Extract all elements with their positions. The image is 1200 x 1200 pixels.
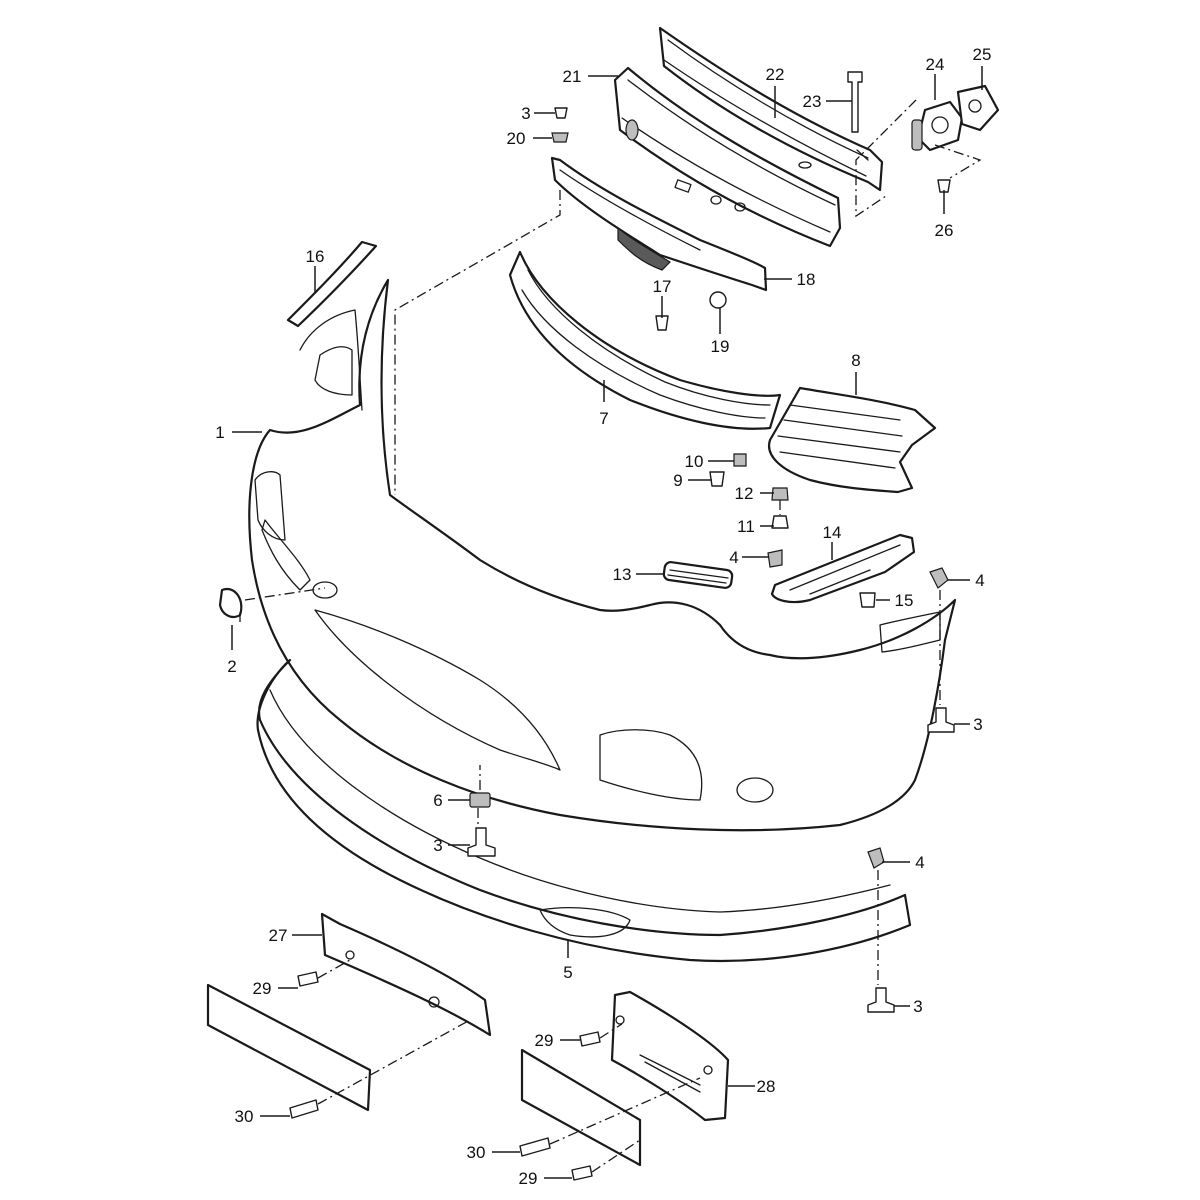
part-21-reinforcement-beam (613, 66, 842, 248)
fastener-17-screw (655, 315, 669, 331)
part-25-cover-plate (956, 84, 1000, 132)
part-7-center-grille (508, 250, 782, 430)
fastener-3-bolt-right (927, 707, 955, 733)
callout-3-lower: 3 (433, 836, 442, 855)
fastener-3-bolt-lower (467, 827, 496, 857)
fastener-11-screw (771, 515, 789, 529)
callout-10: 10 (685, 452, 704, 471)
fastener-4-clip-right (929, 567, 949, 589)
callout-12: 12 (735, 484, 754, 503)
callout-6: 6 (433, 791, 442, 810)
callout-4-lower: 4 (915, 853, 924, 872)
fastener-19-nut (709, 291, 727, 309)
callout-19: 19 (711, 337, 730, 356)
callout-4-right: 4 (975, 571, 984, 590)
callout-20: 20 (507, 129, 526, 148)
fastener-10-clip (733, 453, 747, 467)
callout-27: 27 (269, 926, 288, 945)
part-28-license-bracket (610, 990, 730, 1122)
part-27-license-bracket (320, 912, 492, 1037)
callout-22: 22 (766, 65, 785, 84)
fastener-4-clip-lower (867, 847, 885, 869)
callout-24: 24 (926, 55, 945, 74)
callout-29-right: 29 (535, 1031, 554, 1050)
fastener-3-bolt-bottom (867, 987, 895, 1013)
callout-28: 28 (757, 1077, 776, 1096)
part-14-guide-bracket (770, 533, 916, 604)
callout-16: 16 (306, 247, 325, 266)
callout-leaders (231, 66, 983, 1179)
license-plate-right (520, 1048, 642, 1167)
part-1-bumper-cover (248, 278, 957, 832)
fastener-12-nut (771, 487, 789, 501)
assembly-lines (239, 99, 982, 1173)
fastener-26-screw (937, 179, 951, 193)
callout-29-bottom: 29 (519, 1169, 538, 1188)
callout-3-bottom: 3 (913, 997, 922, 1016)
fastener-30-screws (289, 1099, 551, 1157)
fastener-20-clip (551, 132, 569, 143)
callout-17: 17 (653, 277, 672, 296)
fastener-3-screw-top (554, 107, 568, 119)
callout-9: 9 (673, 471, 682, 490)
part-18-cross-member (550, 156, 768, 292)
part-8-side-grille (767, 386, 937, 494)
callout-21: 21 (563, 67, 582, 86)
callout-3-top: 3 (521, 104, 530, 123)
callout-30-left: 30 (235, 1107, 254, 1126)
callout-18: 18 (797, 270, 816, 289)
callout-4-middle: 4 (729, 548, 738, 567)
fastener-6-clip (469, 792, 491, 808)
part-13-small-grille (662, 561, 734, 589)
part-24-bracket (911, 100, 964, 152)
callout-26: 26 (935, 221, 954, 240)
callout-15: 15 (895, 591, 914, 610)
part-16-seal-strip (286, 240, 378, 328)
fastener-9-screw (709, 471, 725, 487)
callout-8: 8 (851, 351, 860, 370)
fastener-23-bolt (847, 71, 863, 133)
callout-30-bottom: 30 (467, 1143, 486, 1162)
callout-2: 2 (227, 657, 236, 676)
part-5-spoiler-lip (256, 658, 912, 963)
part-22-impact-absorber (658, 26, 884, 192)
callout-13: 13 (613, 565, 632, 584)
license-plate-left (206, 983, 372, 1112)
callout-29-left: 29 (253, 979, 272, 998)
fastener-2-cap (218, 587, 243, 619)
callout-14: 14 (823, 523, 842, 542)
fastener-4-clip-middle (767, 549, 783, 568)
fastener-15-screw (859, 592, 876, 608)
callout-3-right: 3 (973, 715, 982, 734)
fastener-29-screws (297, 971, 601, 1181)
callout-23: 23 (803, 92, 822, 111)
callout-1: 1 (215, 423, 224, 442)
callout-11: 11 (737, 517, 755, 536)
callout-7: 7 (599, 409, 608, 428)
callout-25: 25 (973, 45, 992, 64)
callout-5: 5 (563, 963, 572, 982)
callout-labels: 1 2 3 3 3 3 4 4 4 5 6 7 8 9 10 11 12 13 … (215, 45, 991, 1188)
